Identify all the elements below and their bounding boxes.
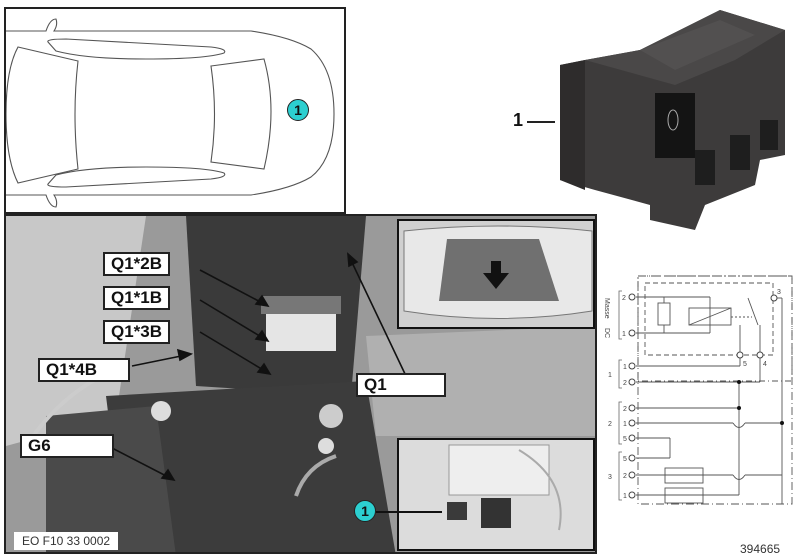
pin-label: 4 (763, 361, 767, 368)
pin-label: 5 (623, 436, 627, 443)
dc-label: DC (603, 328, 610, 338)
photo-caption: EO F10 33 0002 (14, 532, 119, 550)
pin-label: 1 (623, 421, 627, 428)
pin-label: 3 (777, 289, 781, 296)
diagram-number: 394665 (740, 542, 780, 556)
part-label-line: 1 (513, 110, 523, 131)
caption-text: EO F10 33 0002 (22, 534, 111, 548)
group-label: 2 (608, 421, 612, 428)
label-q1-1b: Q1*1B (103, 286, 171, 310)
relay-location-photo-icon (399, 440, 593, 549)
label-text: Q1*1B (111, 288, 163, 307)
pin-label: 5 (743, 361, 747, 368)
label-q1-3b: Q1*3B (103, 320, 171, 344)
callout-number: 1 (361, 503, 369, 519)
label-q1-2b: Q1*2B (103, 252, 171, 276)
leader-line (527, 121, 555, 123)
masse-label: Masse (603, 298, 610, 319)
relay-block-photo-icon (560, 10, 785, 230)
callout-leader-line (376, 511, 442, 513)
pin-label: 1 (623, 364, 627, 371)
installation-photo-panel: Q1*2B Q1*1B Q1*3B Q1*4B Q1 G6 1 EO F10 3… (4, 214, 597, 554)
label-q1: Q1 (356, 373, 446, 397)
label-g6: G6 (20, 434, 114, 458)
wiring-schematic-icon: Masse DC 2 1 3 5 4 1 1 2 2 2 1 5 3 5 2 1 (603, 275, 793, 505)
label-text: Q1*4B (46, 360, 98, 379)
label-text: Q1*2B (111, 254, 163, 273)
pin-label: 1 (623, 493, 627, 500)
pin-label: 2 (623, 380, 627, 387)
car-outline-icon (6, 18, 335, 208)
label-text: Q1*3B (111, 322, 163, 341)
photo-callout-1: 1 (354, 500, 376, 522)
group-label: 3 (608, 474, 612, 481)
trunk-photo-icon (399, 221, 593, 327)
trunk-inset (397, 219, 595, 329)
pin-label: 2 (622, 295, 626, 302)
diagram-number-text: 394665 (740, 542, 781, 556)
pin-label: 5 (623, 456, 627, 463)
label-q1-4b: Q1*4B (38, 358, 130, 382)
car-overview-panel: 1 (4, 7, 346, 214)
label-text: Q1 (364, 375, 387, 394)
location-callout-1: 1 (287, 99, 309, 121)
part-number-label: 1 (513, 110, 524, 130)
pin-label: 2 (623, 473, 627, 480)
group-label: 1 (608, 372, 612, 379)
pin-label: 1 (622, 331, 626, 338)
pin-label: 2 (623, 406, 627, 413)
relay-location-inset (397, 438, 595, 551)
callout-number: 1 (294, 102, 302, 118)
label-text: G6 (28, 436, 51, 455)
